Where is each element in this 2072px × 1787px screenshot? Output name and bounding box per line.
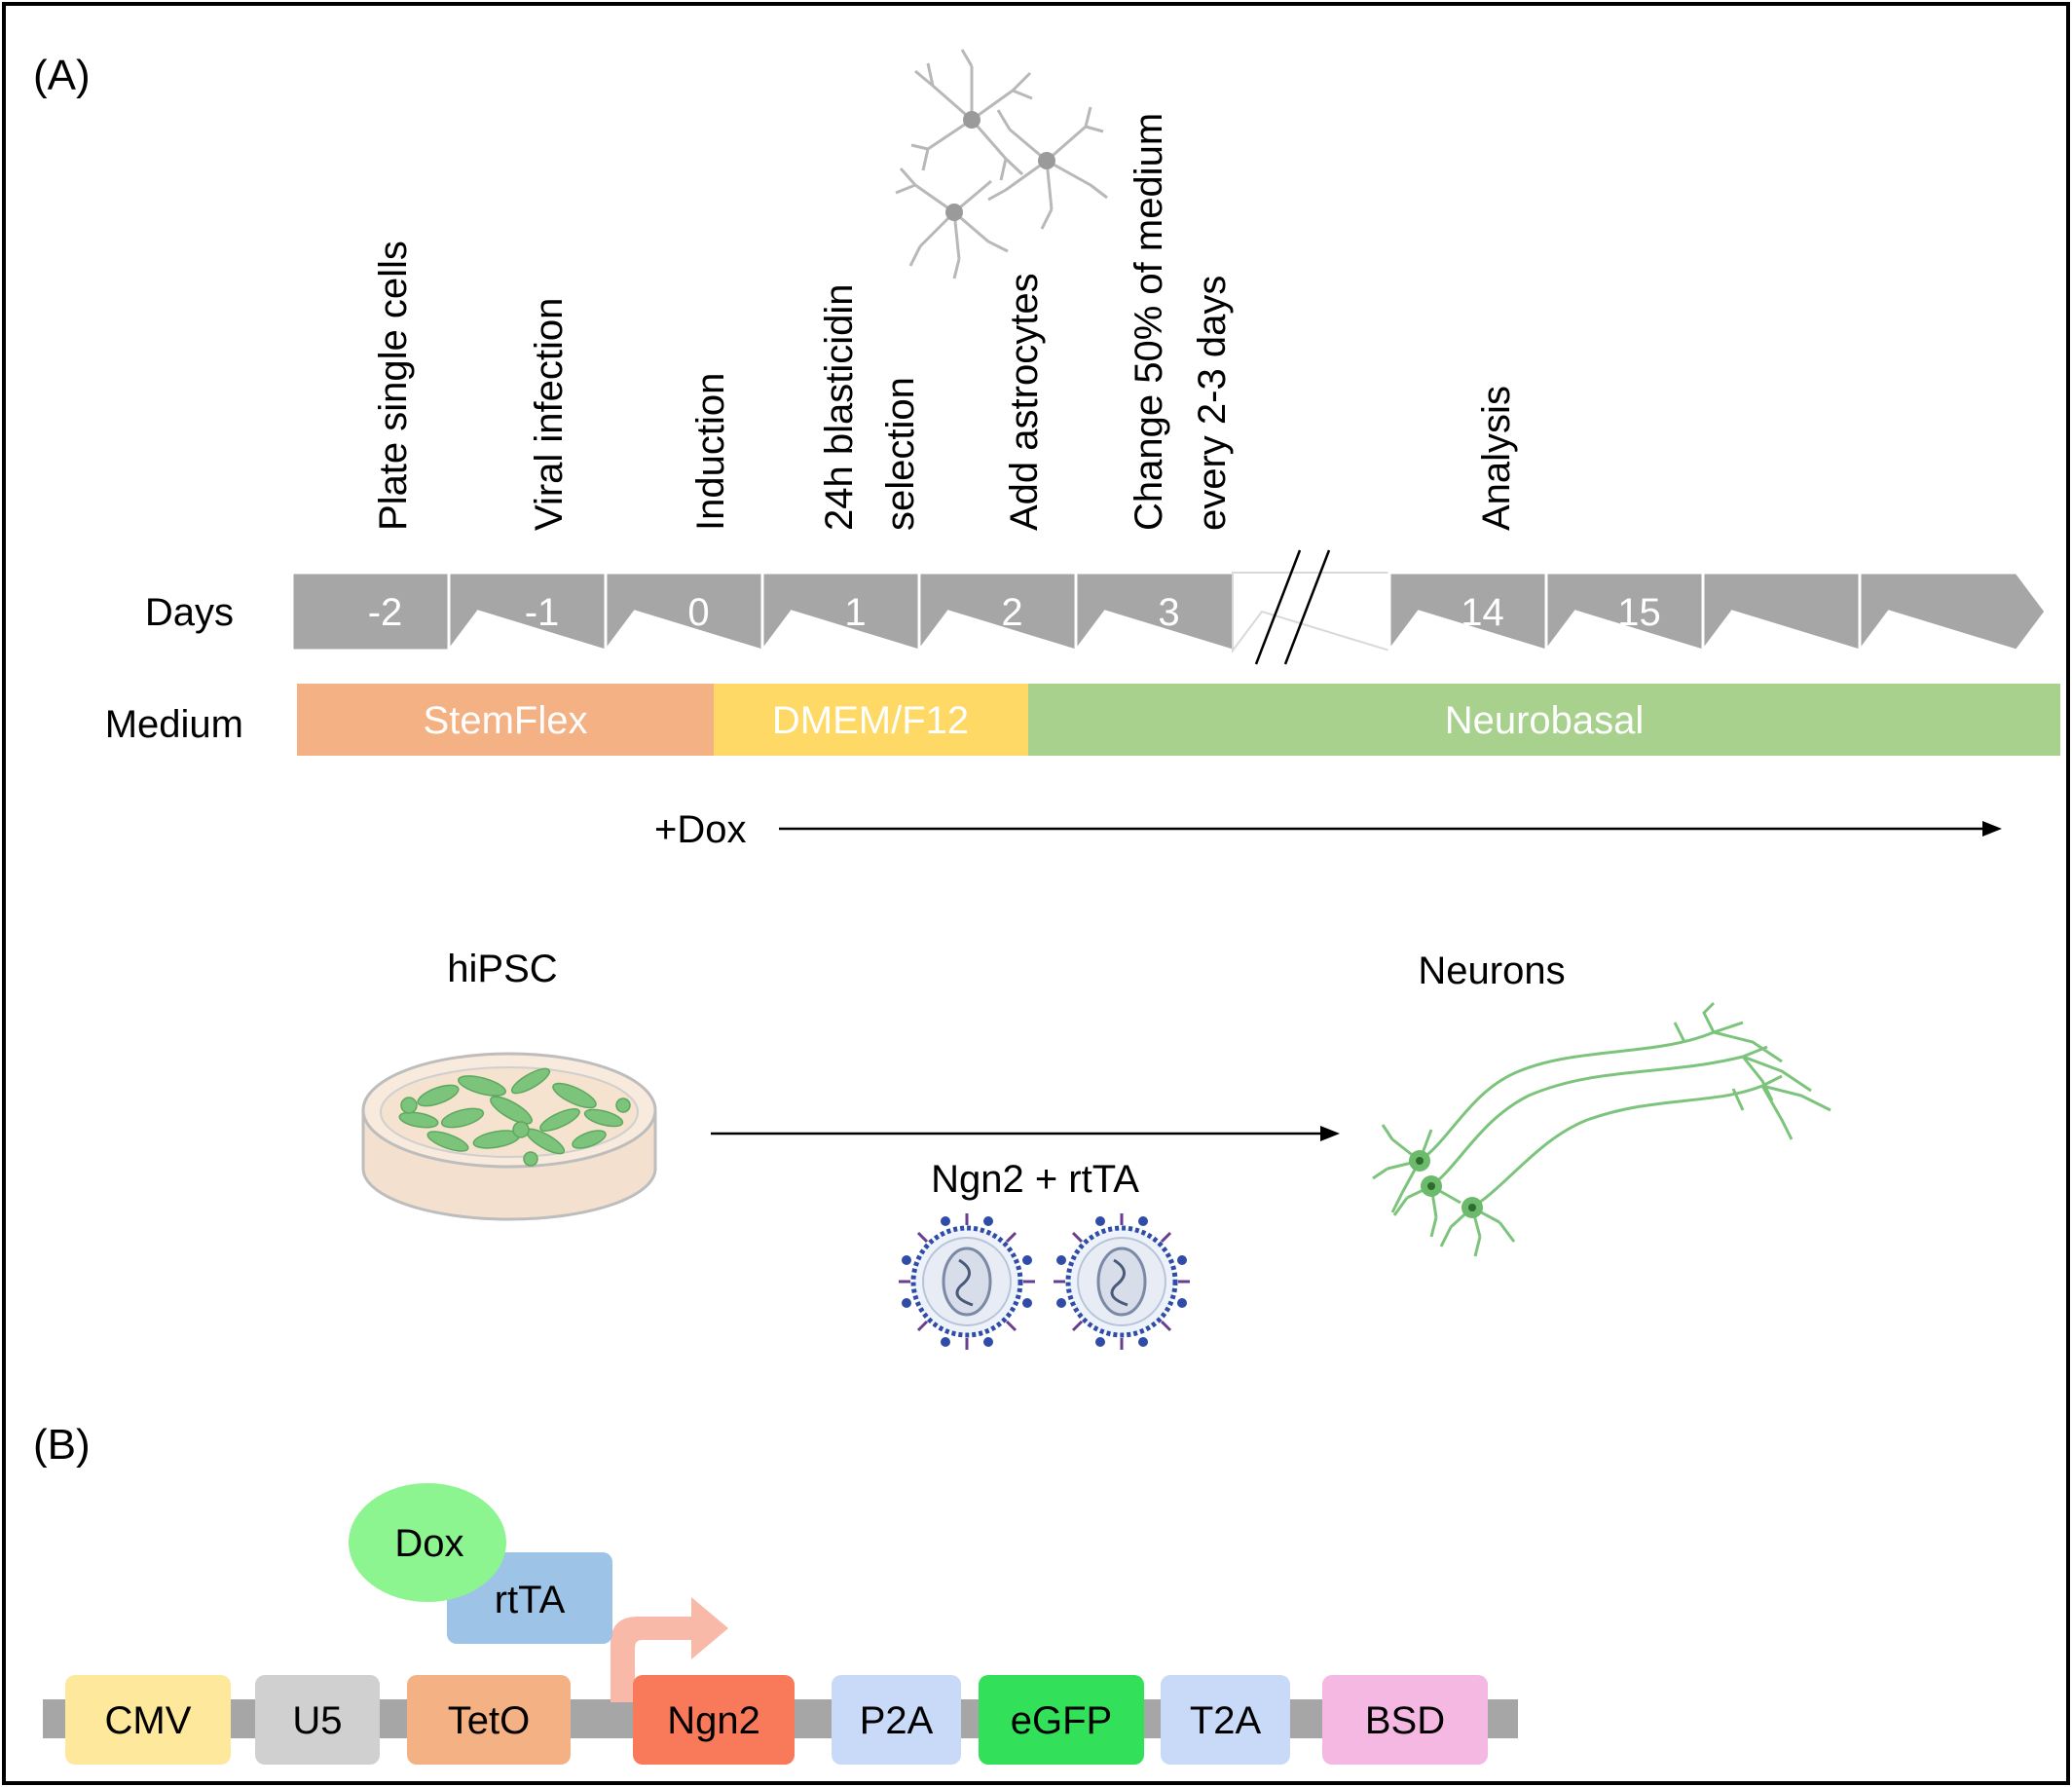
event-label-analysis: Analysis (1475, 386, 1518, 531)
day-timeline: -2 -1 0 1 2 3 14 15 (290, 549, 2048, 665)
medium-label-dmem: DMEM/F12 (772, 699, 969, 742)
vector-element-label: TetO (448, 1699, 530, 1742)
panel-a-label: (A) (33, 52, 91, 99)
petri-dish-icon (361, 1052, 657, 1221)
neurons-label: Neurons (1418, 949, 1565, 992)
neurons-icon (1372, 1001, 1832, 1257)
day-label: 2 (1001, 591, 1022, 634)
rtta-label: rtTA (495, 1579, 566, 1621)
event-label-blasticidin-line1: 24h blasticidin (818, 284, 861, 532)
event-label-blasticidin-line2: selection (879, 377, 922, 531)
day-label: 15 (1617, 591, 1661, 634)
day-chevron (1858, 571, 2048, 655)
dox-arrow-label: +Dox (654, 808, 747, 851)
vector-element-label: eGFP (1011, 1699, 1112, 1742)
event-label-change-medium-line1: Change 50% of medium (1128, 113, 1170, 531)
dox-label: Dox (394, 1522, 463, 1565)
day-label: 0 (687, 591, 709, 634)
lentivirus-icon (1054, 1213, 1190, 1350)
promoter-arrow-icon (610, 1597, 728, 1702)
day-label: 3 (1158, 591, 1179, 634)
vector-element-label: Ngn2 (667, 1699, 760, 1742)
day-label: -1 (525, 591, 560, 634)
neuron-nuclei (1416, 1157, 1476, 1211)
medium-label-neurobasal: Neurobasal (1445, 699, 1645, 742)
differentiation-arrow (711, 1126, 1340, 1141)
vector-element-cmv (65, 1675, 231, 1765)
axis-break-slash (1283, 549, 1331, 665)
medium-segment-stemflex (297, 684, 714, 756)
hipsc-label: hiPSC (447, 948, 557, 990)
medium-label-stemflex: StemFlex (424, 699, 588, 742)
astrocytes-icon (895, 49, 1108, 279)
vector-element-p2a (832, 1675, 961, 1765)
event-label-viral-infection: Viral infection (528, 298, 571, 531)
event-label-induction: Induction (689, 373, 732, 531)
vector-element-label: U5 (292, 1699, 342, 1742)
vector-element-label: T2A (1190, 1699, 1262, 1742)
medium-label: Medium (105, 703, 243, 746)
vector-element-bsd (1322, 1675, 1488, 1765)
medium-segment-neurobasal (1028, 684, 2060, 756)
vector-element-label: BSD (1365, 1699, 1445, 1742)
timeline-event-labels: Plate single cells Viral infection Induc… (372, 113, 1518, 531)
vector-element-ngn2 (633, 1675, 795, 1765)
day-label: -2 (368, 591, 403, 634)
day-label: 14 (1461, 591, 1504, 634)
dox-arrow (779, 821, 2002, 837)
day-label: 1 (844, 591, 866, 634)
axis-break-slash (1254, 549, 1302, 665)
vector-element-t2a (1161, 1675, 1290, 1765)
vector-element-label: P2A (860, 1699, 934, 1742)
event-label-change-medium-line2: every 2-3 days (1191, 276, 1234, 531)
panel-b-label: (B) (33, 1421, 91, 1469)
vector-element-label: CMV (105, 1699, 192, 1742)
lentivirus-icon (899, 1213, 1035, 1350)
vector-element-egfp (979, 1675, 1144, 1765)
dox-molecule: Dox (349, 1483, 506, 1602)
event-label-plate-single-cells: Plate single cells (372, 241, 415, 531)
vector-element-u5 (255, 1675, 380, 1765)
vector-element-teto (407, 1675, 571, 1765)
medium-bar: StemFlex DMEM/F12 Neurobasal (297, 684, 2060, 756)
days-label: Days (145, 591, 234, 634)
event-label-add-astrocytes: Add astrocytes (1003, 273, 1046, 531)
medium-segment-dmem (714, 684, 1028, 756)
vector-elements: CMV U5 TetO Ngn2 P2A eGFP T2A BSD (65, 1675, 1488, 1765)
virus-label: Ngn2 + rtTA (931, 1158, 1139, 1201)
